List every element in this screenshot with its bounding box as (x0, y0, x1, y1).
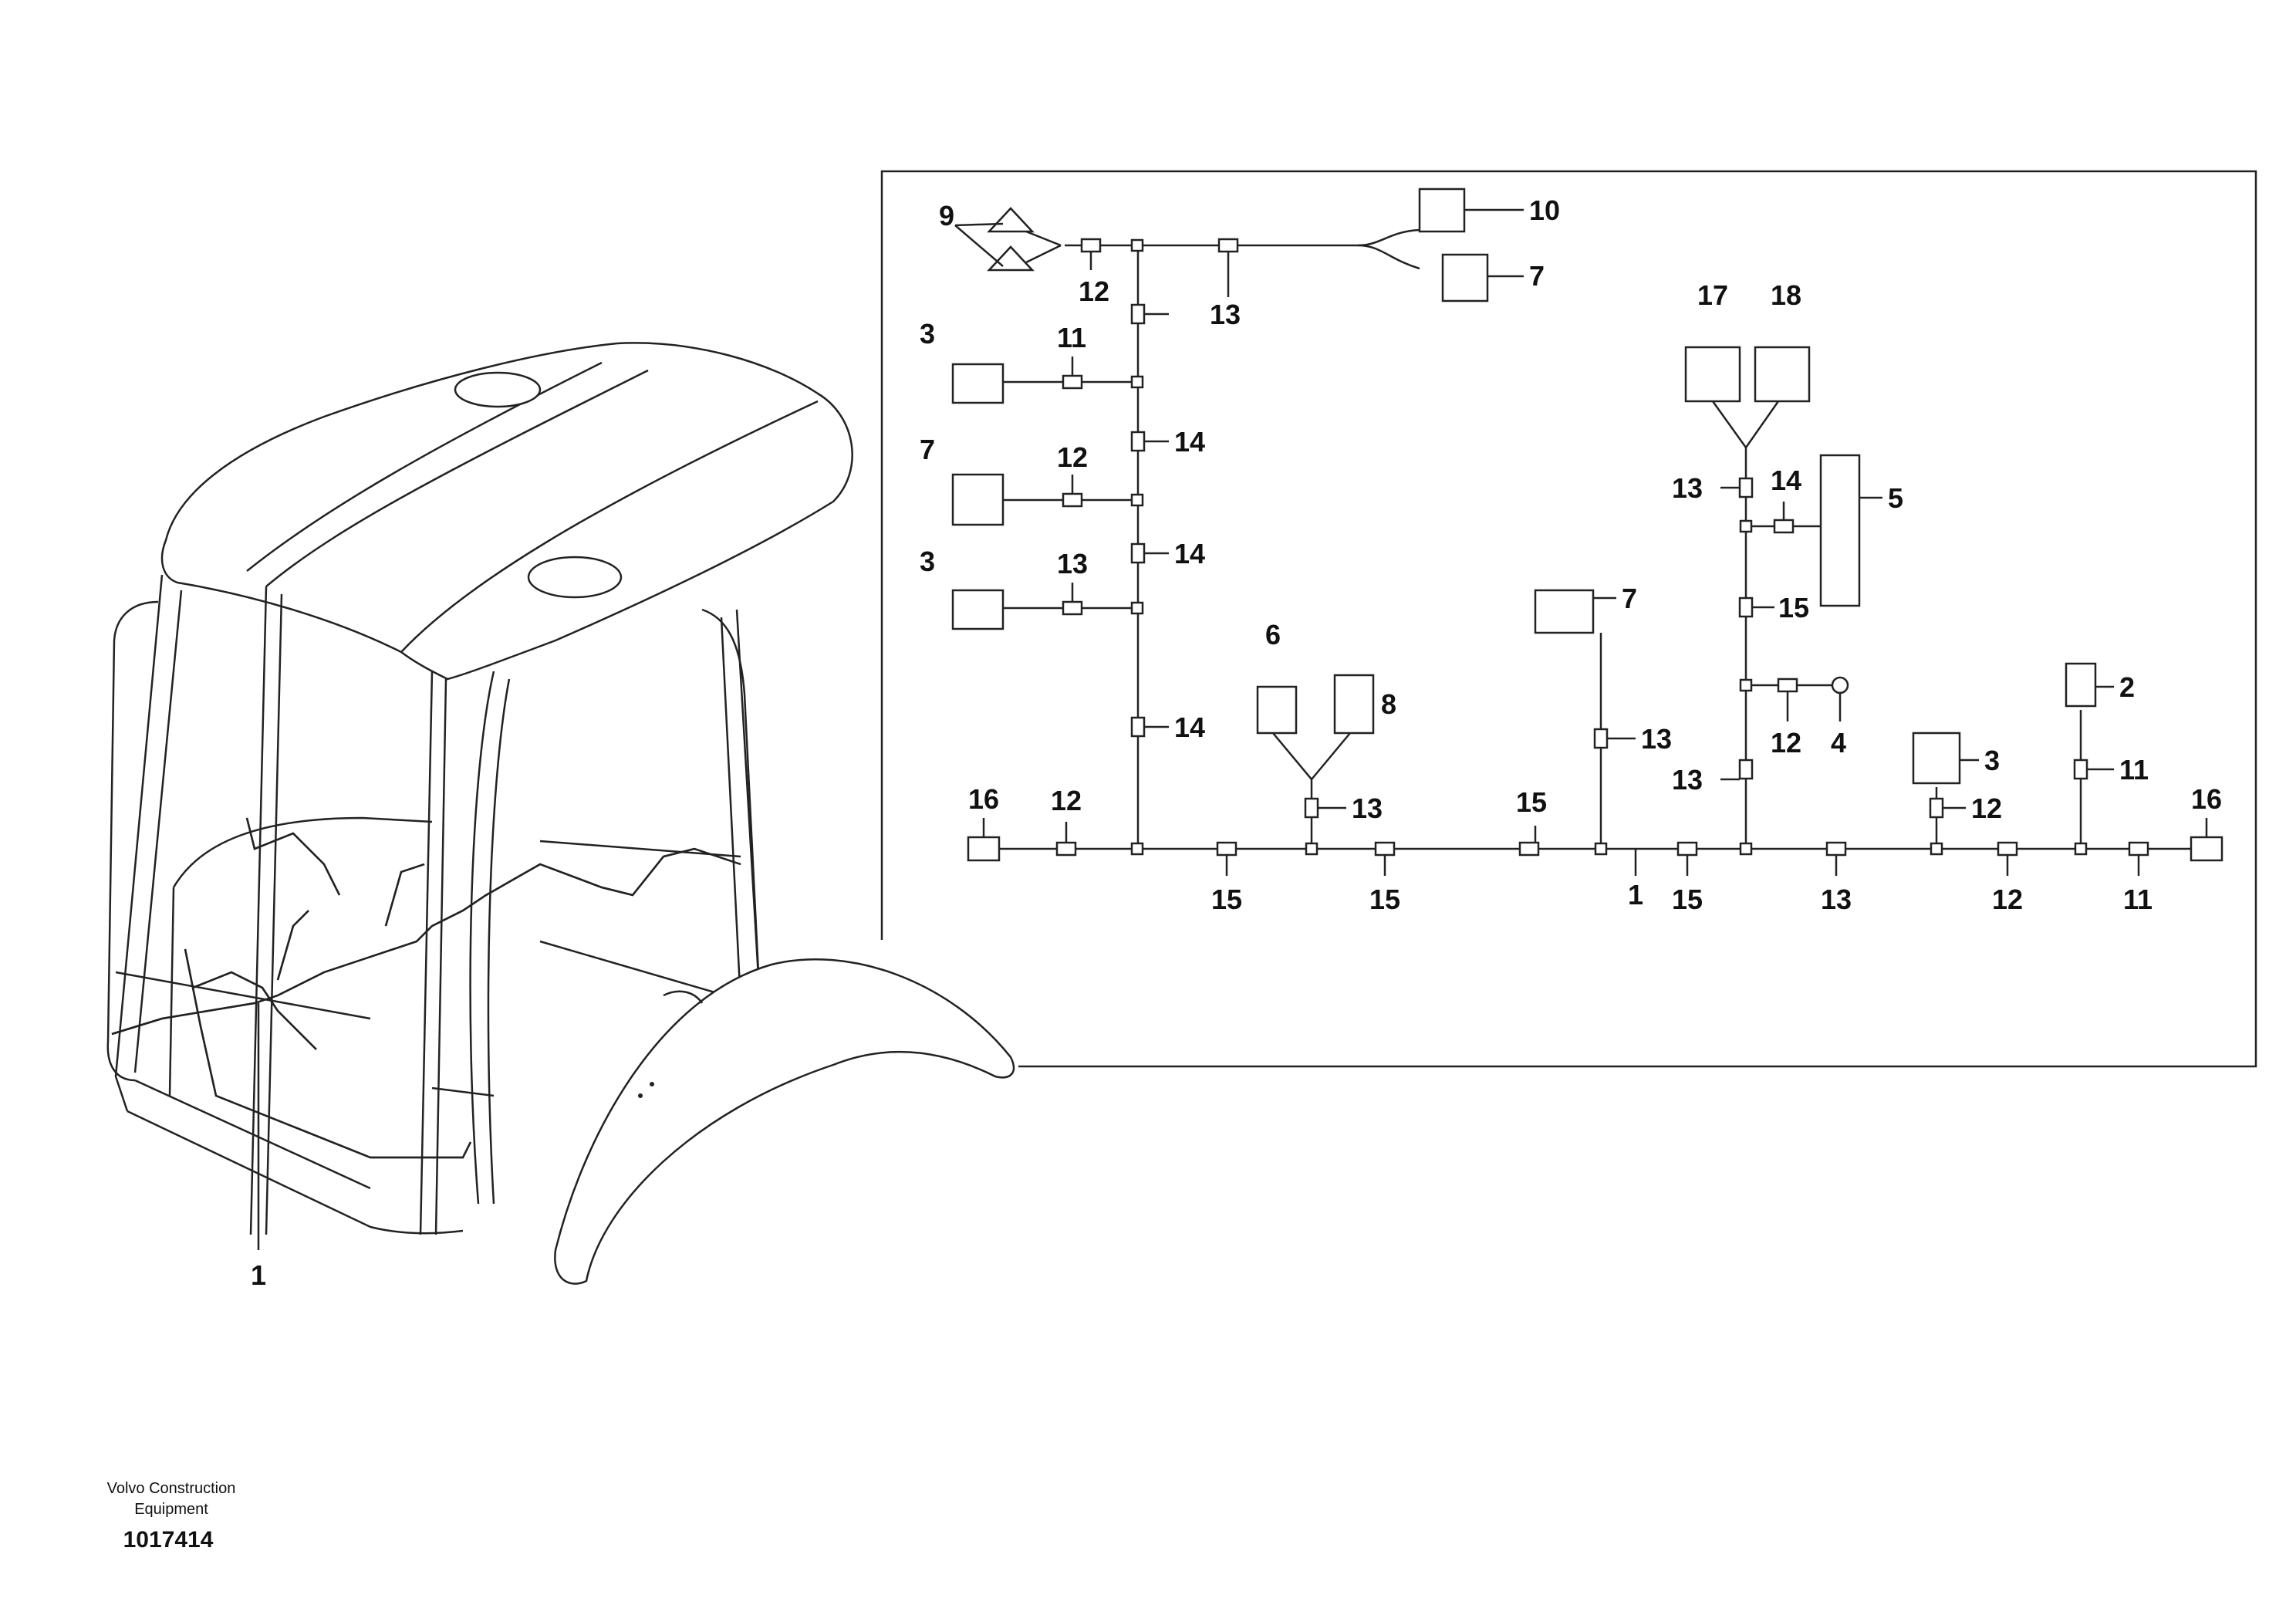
callout: 3 (1984, 745, 2000, 776)
component-17 (1684, 346, 1741, 403)
callout: 12 (1057, 441, 1088, 473)
callout-leaders (954, 208, 2208, 876)
callout: 3 (920, 546, 935, 577)
callout: 14 (1174, 711, 1205, 743)
overview-callout-1: 1 (251, 1259, 266, 1291)
component-16-right (2190, 836, 2223, 862)
callout: 13 (1672, 472, 1703, 504)
callout: 13 (1210, 299, 1241, 330)
component-3-b (951, 589, 1004, 630)
drawing-reference-number: 1017414 (123, 1527, 214, 1553)
callout: 13 (1352, 792, 1383, 824)
callout: 13 (1641, 723, 1672, 755)
callout: 11 (1057, 322, 1086, 353)
callout: 11 (2119, 754, 2149, 786)
callout: 16 (968, 783, 999, 815)
callout: 12 (1971, 792, 2002, 824)
company-name-line2: Equipment (134, 1501, 208, 1518)
footer: Volvo Construction Equipment 1017414 (107, 1480, 236, 1553)
callout: 18 (1771, 279, 1801, 311)
cab-overview-illustration: 1 (106, 342, 1015, 1291)
cab-roof (160, 342, 853, 681)
junction-nodes (1130, 238, 2088, 856)
callout: 10 (1529, 194, 1560, 226)
callout-labels: 9 10 7 12 13 3 11 14 7 12 14 3 13 14 17 … (920, 194, 2222, 915)
component-16-left (967, 836, 1001, 862)
callout: 1 (1628, 879, 1643, 911)
callout: 11 (2123, 884, 2152, 915)
callout: 8 (1381, 688, 1396, 720)
component-7-a (951, 473, 1004, 526)
component-10 (1418, 188, 1466, 233)
component-7-top (1441, 253, 1489, 302)
callout: 15 (1516, 786, 1547, 818)
callout: 15 (1778, 592, 1809, 623)
component-3-a (951, 363, 1004, 404)
component-18 (1754, 346, 1811, 403)
rear-fender (554, 958, 1015, 1285)
company-name: Volvo Construction (107, 1480, 236, 1497)
callout: 7 (1529, 260, 1545, 292)
callout: 17 (1697, 279, 1728, 311)
callout: 7 (1622, 583, 1637, 614)
callout: 12 (1079, 275, 1109, 307)
component-3-c (1912, 732, 1961, 785)
callout: 14 (1174, 426, 1205, 458)
callout: 16 (2191, 783, 2222, 815)
callout: 13 (1821, 884, 1852, 915)
callout: 15 (1211, 884, 1242, 915)
callout: 14 (1174, 538, 1205, 569)
callout: 12 (1771, 727, 1801, 759)
component-7-c (1534, 589, 1595, 634)
callout: 2 (2119, 671, 2135, 703)
callout: 15 (1369, 884, 1400, 915)
roof-beacon-mount (454, 371, 542, 408)
callout: 12 (1051, 785, 1082, 816)
callout: 12 (1992, 884, 2023, 915)
component-4 (1831, 676, 1849, 694)
schematic-frame (880, 170, 2257, 1068)
cab-frame (106, 574, 761, 1235)
callout: 9 (939, 200, 954, 231)
component-6 (1256, 685, 1298, 735)
callout: 14 (1771, 465, 1801, 496)
callout: 6 (1265, 619, 1281, 650)
harness-schematic: 9 10 7 12 13 3 11 14 7 12 14 3 13 14 17 … (880, 170, 2257, 1068)
callout: 3 (920, 318, 935, 350)
overview-harness (111, 817, 741, 1159)
callout: 15 (1672, 884, 1703, 915)
callout: 5 (1888, 482, 1903, 514)
inline-connectors (1055, 238, 2149, 857)
callout: 13 (1057, 548, 1088, 580)
callout: 13 (1672, 764, 1703, 796)
callout: 4 (1831, 727, 1846, 759)
component-2 (2065, 662, 2097, 708)
component-5 (1819, 454, 1861, 607)
component-8 (1333, 674, 1375, 735)
callout: 7 (920, 434, 935, 465)
roof-beacon-mount-2 (527, 556, 623, 599)
